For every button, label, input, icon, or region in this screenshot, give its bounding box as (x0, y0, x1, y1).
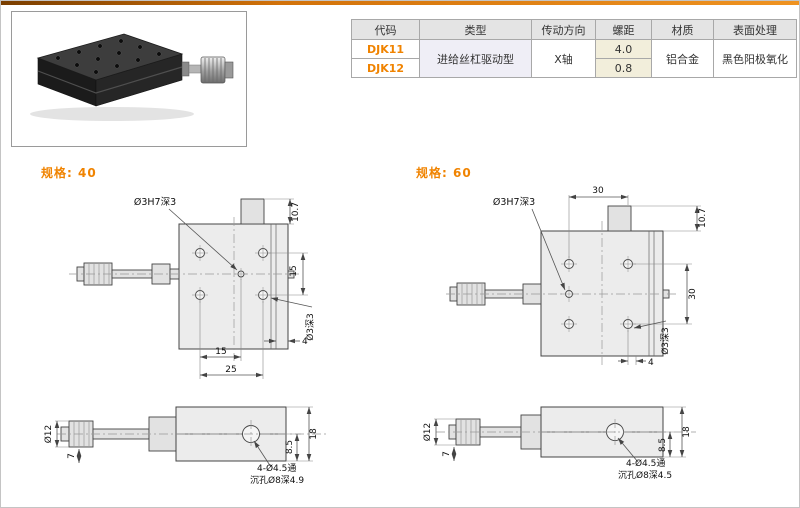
cell-pitch-1: 4.0 (595, 39, 652, 59)
front-view-dimensions: Ø12 7 8.5 18 4-Ø4.5通 沉孔Ø8深4.9 (43, 406, 319, 486)
dim-center-hole-label: Ø3H7深3 (493, 197, 535, 208)
cell-code-djk11: DJK11 (351, 39, 420, 59)
cell-direction: X轴 (531, 39, 596, 78)
nut-block (240, 198, 265, 225)
cell-type: 进给丝杠驱动型 (419, 39, 532, 78)
spec-label-60: 规格: 60 (416, 166, 472, 180)
spec-table: 代码 类型 传动方向 螺距 材质 表面处理 DJK11 进给丝杠驱动型 X轴 4… (351, 19, 797, 78)
mount-note-line1: 4-Ø4.5通 (257, 463, 296, 474)
front-view-dimensions: Ø12 7 8.5 18 4-Ø4.5通 沉孔Ø8深4.5 (422, 406, 692, 481)
stage-plate (178, 223, 289, 350)
front-view: Ø12 7 8.5 18 4-Ø4.5通 沉孔Ø8深4.5 (422, 406, 696, 481)
leader-line (270, 297, 313, 308)
dim-total-height: 18 (309, 428, 319, 440)
dim-row-spacing: 15 (289, 265, 299, 276)
col-header-finish: 表面处理 (713, 19, 797, 40)
dim-col-spacing-inner: 15 (215, 347, 226, 357)
col-header-code: 代码 (351, 19, 420, 40)
dim-col-spacing: 30 (592, 186, 604, 196)
col-header-type: 类型 (419, 19, 532, 40)
dim-center-hole-label: Ø3H7深3 (134, 197, 176, 208)
drawing-spec-60: 30 10.7 30 Ø3H7深3 Ø3深3 4 (422, 186, 708, 481)
mount-note-line2: 沉孔Ø8深4.5 (618, 470, 672, 481)
top-accent-rule (1, 1, 799, 5)
side-screw-stub (287, 270, 295, 279)
top-view-dimensions: 30 10.7 30 Ø3H7深3 Ø3深3 4 (493, 186, 708, 368)
cell-pitch-2: 0.8 (595, 58, 652, 78)
product-photo (30, 33, 234, 121)
dim-knob-dia: Ø12 (43, 425, 54, 444)
dim-edge-offset: 4 (302, 337, 308, 347)
dim-total-height: 18 (682, 426, 692, 438)
dim-knob-len: 7 (67, 453, 77, 459)
product-photo-frame (11, 11, 247, 147)
spec-label-40: 规格: 40 (41, 166, 97, 180)
top-view: 30 10.7 30 Ø3H7深3 Ø3深3 4 (446, 186, 708, 368)
dim-row-spacing: 30 (688, 288, 698, 300)
photo-shadow (30, 107, 194, 121)
mount-note-line2: 沉孔Ø8深4.9 (250, 475, 304, 486)
dim-knob-len: 7 (442, 451, 452, 457)
leader-line (531, 208, 566, 291)
leader-line (168, 208, 238, 271)
cell-finish: 黑色阳极氧化 (713, 39, 797, 78)
photo-knob (181, 56, 234, 84)
dim-half-height: 8.5 (658, 438, 668, 452)
table-header-row: 代码 类型 传动方向 螺距 材质 表面处理 (351, 19, 797, 40)
mount-note-line1: 4-Ø4.5通 (626, 458, 665, 469)
leader-line (617, 437, 639, 463)
dim-block-height: 10.7 (291, 202, 301, 222)
top-plate-holes (55, 38, 162, 75)
table-row: DJK11 进给丝杠驱动型 X轴 4.0 铝合金 黑色阳极氧化 (351, 39, 797, 78)
nut-block (607, 205, 632, 232)
moving-plate-edge (648, 231, 655, 356)
col-header-pitch: 螺距 (595, 19, 652, 40)
drawing-spec-40: Ø3H7深3 10.7 15 Ø3深3 4 15 25 (43, 197, 327, 486)
dim-col-spacing: 25 (225, 365, 236, 375)
col-header-direction: 传动方向 (531, 19, 596, 40)
dim-block-height: 10.7 (698, 208, 708, 228)
top-view-dimensions: Ø3H7深3 10.7 15 Ø3深3 4 15 25 (134, 197, 316, 379)
cell-code-djk12: DJK12 (351, 58, 420, 78)
moving-plate-edge (270, 224, 277, 349)
dim-knob-dia: Ø12 (422, 423, 433, 442)
dim-side-hole-label: Ø3深3 (305, 313, 316, 341)
front-view: Ø12 7 8.5 18 4-Ø4.5通 沉孔Ø8深4.9 (43, 406, 327, 486)
cell-material: 铝合金 (651, 39, 714, 78)
mounting-holes (561, 256, 636, 332)
dim-side-hole-label: Ø3深3 (660, 327, 671, 355)
table-row: DJK12 0.8 (351, 58, 797, 78)
dim-half-height: 8.5 (285, 440, 295, 454)
dim-edge-offset: 4 (648, 358, 654, 368)
stage-body (36, 33, 184, 107)
leader-line (633, 320, 667, 329)
leader-line (253, 440, 272, 468)
col-header-material: 材质 (651, 19, 714, 40)
top-view: Ø3H7深3 10.7 15 Ø3深3 4 15 25 (69, 197, 316, 379)
